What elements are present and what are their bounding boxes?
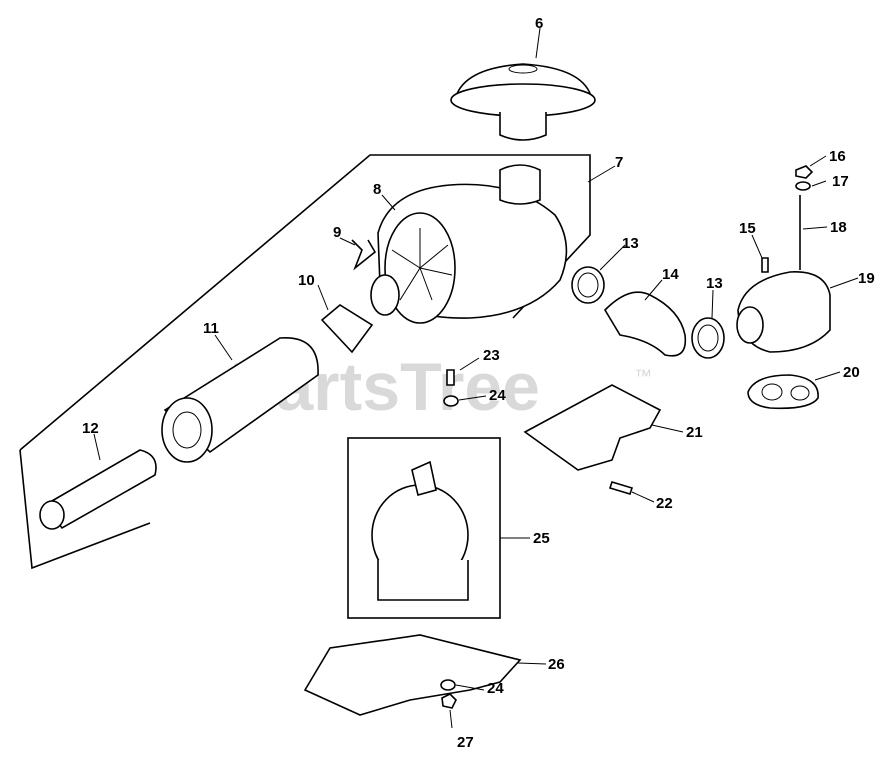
part-12-inner-element (39, 449, 157, 530)
callout-8: 8 (373, 181, 381, 198)
part-19-adapter (736, 271, 831, 353)
callout-9: 9 (333, 224, 341, 241)
part-9-clip (351, 239, 377, 271)
part-10-sleeve (320, 304, 374, 354)
callout-20: 20 (843, 364, 860, 381)
callout-10: 10 (298, 272, 315, 289)
callout-27: 27 (457, 734, 474, 751)
callout-24-upper: 24 (489, 387, 506, 404)
leader-lines (93, 27, 859, 729)
callout-22: 22 (656, 495, 673, 512)
part-22-screw (608, 481, 634, 495)
callout-24-lower: 24 (487, 680, 504, 697)
part-25-box (347, 437, 501, 619)
callout-14: 14 (662, 266, 679, 283)
watermark-trademark: ™ (634, 366, 652, 386)
part-16-nut (795, 165, 814, 179)
part-24-washer-lower (440, 679, 456, 691)
part-14-elbow-hose (603, 291, 687, 357)
callout-6: 6 (535, 15, 543, 32)
assembly-7-outline-lower (19, 449, 151, 570)
callout-18: 18 (830, 219, 847, 236)
part-25-bracket (371, 460, 469, 601)
part-15-bolt (761, 257, 769, 273)
part-26-base-plate (303, 634, 522, 716)
part-8-air-cleaner-base (370, 164, 568, 324)
part-20-gasket (747, 374, 819, 410)
callout-7: 7 (615, 154, 623, 171)
callout-26: 26 (548, 656, 565, 673)
part-21-bracket (523, 384, 662, 471)
callout-12: 12 (82, 420, 99, 437)
part-17-washer (795, 181, 811, 191)
callout-15: 15 (739, 220, 756, 237)
part-13-clamp-lower (691, 317, 725, 359)
callout-25: 25 (533, 530, 550, 547)
part-11-filter-element (161, 337, 319, 463)
part-23-screw (446, 369, 455, 386)
part-13-clamp-upper (571, 266, 605, 304)
callout-21: 21 (686, 424, 703, 441)
callout-23: 23 (483, 347, 500, 364)
callout-16: 16 (829, 148, 846, 165)
callout-13-lower: 13 (706, 275, 723, 292)
part-24-washer-upper (443, 395, 459, 407)
callout-17: 17 (832, 173, 849, 190)
part-6-air-cleaner-cover (450, 63, 596, 141)
callout-19: 19 (858, 270, 875, 287)
callout-11: 11 (203, 320, 219, 337)
part-27-nut (441, 693, 457, 709)
callout-13-upper: 13 (622, 235, 639, 252)
